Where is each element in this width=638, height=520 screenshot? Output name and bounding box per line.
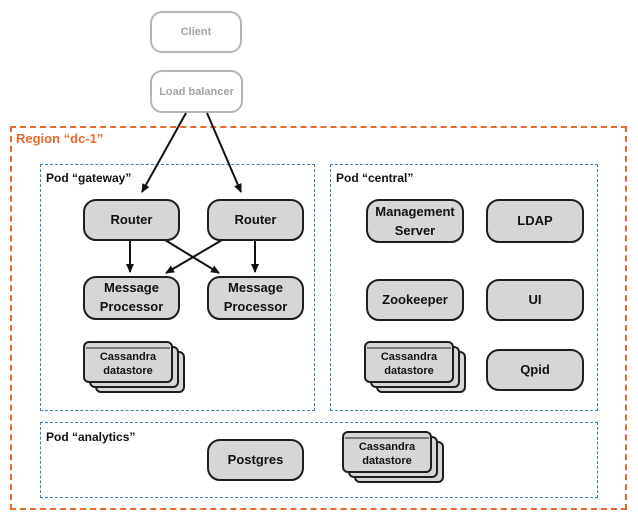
- arrow-lb-to-router-1: [141, 112, 187, 193]
- cassandra-datastore-gateway: Cassandra datastore: [83, 341, 193, 395]
- datastore-stack-icon: [342, 431, 444, 483]
- qpid-node: Qpid: [486, 349, 584, 391]
- datastore-stack-icon: [364, 341, 466, 393]
- datastore-label: Cassandra datastore: [358, 441, 416, 467]
- pod-analytics: [40, 422, 598, 498]
- load-balancer-node: Load balancer: [150, 70, 243, 113]
- cassandra-datastore-central: Cassandra datastore: [364, 341, 474, 395]
- region-label: Region “dc-1”: [16, 131, 104, 146]
- router-node-2: Router: [207, 199, 304, 241]
- cassandra-datastore-analytics: Cassandra datastore: [342, 431, 452, 485]
- pod-gateway: [40, 164, 315, 411]
- region-dc-1: [10, 126, 627, 510]
- pod-gateway-label: Pod “gateway”: [46, 171, 132, 185]
- ui-node: UI: [486, 279, 584, 321]
- client-node: Client: [150, 11, 242, 53]
- arrow-router-2-to-mp-1: [165, 239, 223, 274]
- pod-analytics-label: Pod “analytics”: [46, 430, 136, 444]
- datastore-stack-icon: [83, 341, 185, 393]
- arrow-lb-to-router-2: [206, 112, 242, 193]
- ldap-node: LDAP: [486, 199, 584, 243]
- message-processor-node-1: Message Processor: [83, 276, 180, 320]
- zookeeper-node: Zookeeper: [366, 279, 464, 321]
- postgres-node: Postgres: [207, 439, 304, 481]
- management-server-node: Management Server: [366, 199, 464, 243]
- message-processor-node-2: Message Processor: [207, 276, 304, 320]
- pod-central: [330, 164, 598, 411]
- datastore-label: Cassandra datastore: [99, 351, 157, 377]
- arrow-router-1-to-mp-2: [164, 239, 220, 274]
- datastore-label: Cassandra datastore: [380, 351, 438, 377]
- router-node-1: Router: [83, 199, 180, 241]
- pod-central-label: Pod “central”: [336, 171, 414, 185]
